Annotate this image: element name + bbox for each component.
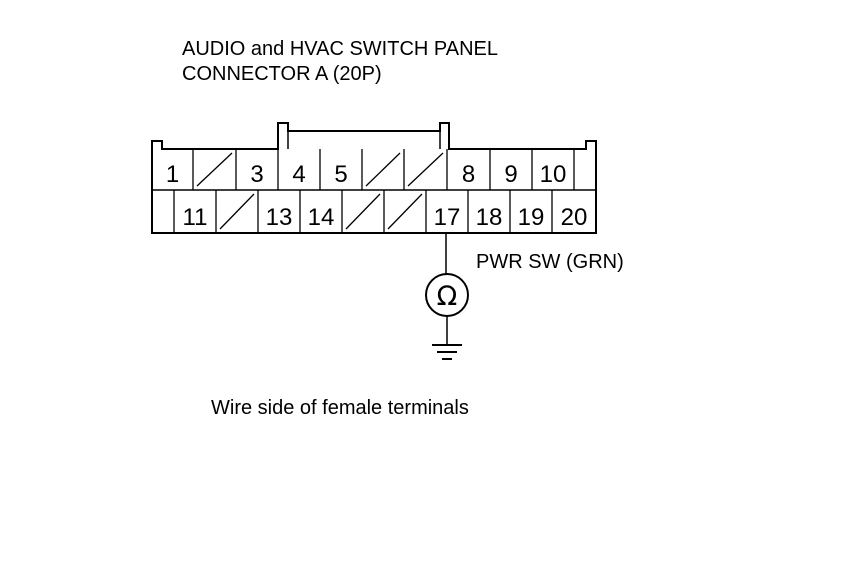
- ohm-symbol: Ω: [437, 281, 458, 312]
- ohmmeter-icon: Ω: [425, 273, 469, 317]
- terminal-19: 19: [518, 204, 545, 231]
- empty-cavity-slash: [196, 152, 233, 187]
- diagram-caption: Wire side of female terminals: [211, 397, 469, 419]
- terminal-14: 14: [308, 204, 335, 231]
- empty-cavity-slash: [387, 193, 423, 230]
- terminal-9: 9: [504, 161, 517, 188]
- connector-bottom-row: 11 13 14 17 18 19 20: [173, 190, 588, 233]
- connector-top-row: 1 3 4 5 8 9 10: [166, 149, 575, 190]
- terminal-5: 5: [334, 161, 347, 188]
- connector-housing: [151, 122, 597, 234]
- empty-cavity-slash: [365, 152, 401, 187]
- terminal-3: 3: [250, 161, 263, 188]
- wire-label: PWR SW (GRN): [476, 251, 624, 273]
- empty-cavity-slash: [345, 193, 381, 230]
- ground-icon: [432, 344, 462, 360]
- terminal-13: 13: [266, 204, 293, 231]
- diagram-title: AUDIO and HVAC SWITCH PANEL CONNECTOR A …: [182, 37, 498, 87]
- empty-cavity-slash: [407, 152, 444, 187]
- terminal-18: 18: [476, 204, 503, 231]
- terminal-4: 4: [292, 161, 305, 188]
- title-line-2: CONNECTOR A (20P): [182, 63, 382, 85]
- terminal-20: 20: [561, 204, 588, 231]
- terminal-8: 8: [462, 161, 475, 188]
- terminal-11: 11: [183, 204, 208, 231]
- empty-cavity-slash: [219, 193, 255, 230]
- terminal-17: 17: [434, 204, 461, 231]
- terminal-10: 10: [540, 161, 567, 188]
- title-line-1: AUDIO and HVAC SWITCH PANEL: [182, 38, 498, 60]
- terminal-1: 1: [166, 161, 179, 188]
